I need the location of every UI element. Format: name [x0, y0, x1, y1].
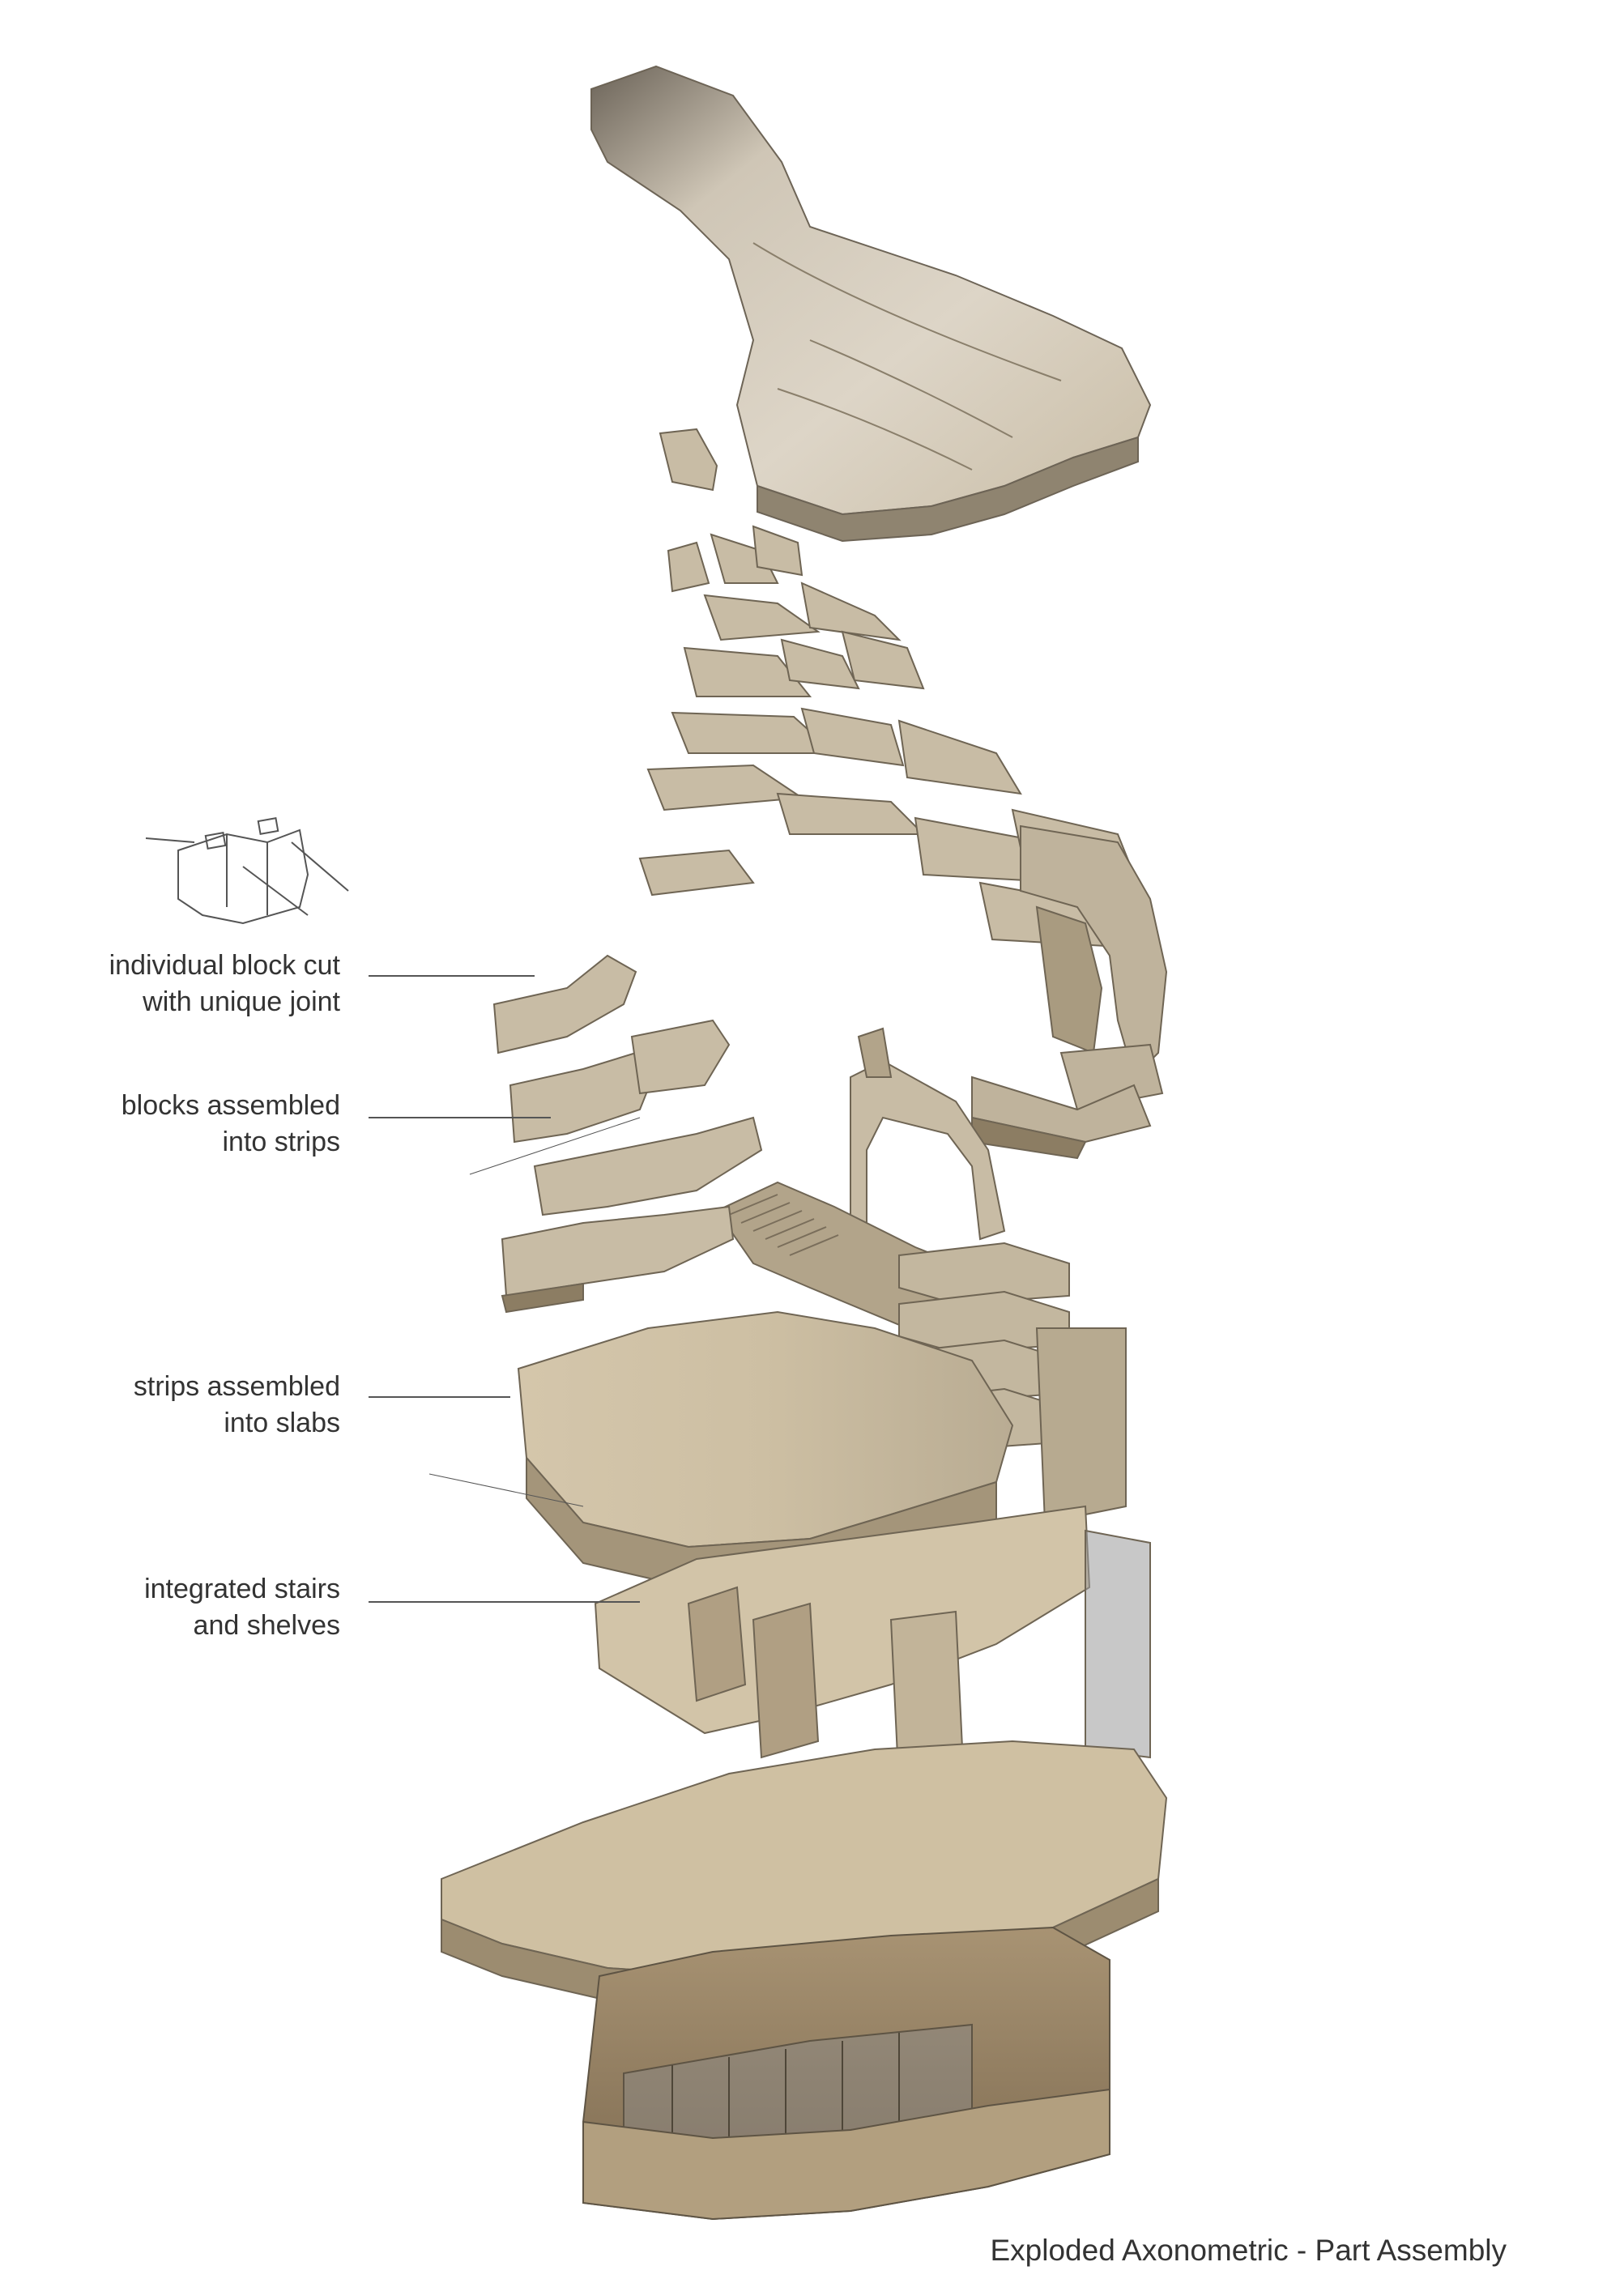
callout-stairs-shelves-line1: integrated stairs	[144, 1574, 340, 1604]
roof-slab	[590, 65, 1152, 543]
callout-block-cut: individual block cut with unique joint	[109, 948, 340, 1020]
spiral-strip-wall	[971, 824, 1168, 1160]
diagram-caption: Exploded Axonometric - Part Assembly	[990, 2234, 1507, 2267]
callout-strips-into-slabs-line2: into slabs	[224, 1408, 340, 1438]
upper-block-strips	[638, 428, 1136, 949]
callout-stairs-shelves-line2: and shelves	[193, 1610, 340, 1641]
callout-blocks-into-strips: blocks assembled into strips	[121, 1088, 340, 1161]
stairs-shelves-module	[594, 1505, 1151, 1791]
callout-block-cut-line2: with unique joint	[143, 986, 340, 1017]
callout-block-cut-line1: individual block cut	[109, 950, 340, 981]
callout-blocks-into-strips-line2: into strips	[222, 1127, 341, 1157]
block-joint-detail-icon	[145, 817, 349, 925]
callout-leaders	[369, 975, 641, 1603]
callout-blocks-into-strips-line1: blocks assembled	[121, 1090, 340, 1121]
callout-strips-into-slabs: strips assembled into slabs	[134, 1369, 340, 1442]
block-strips-left	[492, 954, 763, 1314]
callout-stairs-shelves: integrated stairs and shelves	[144, 1571, 340, 1644]
callout-strips-into-slabs-line1: strips assembled	[133, 1371, 340, 1402]
ground-level-base	[582, 1926, 1110, 2221]
